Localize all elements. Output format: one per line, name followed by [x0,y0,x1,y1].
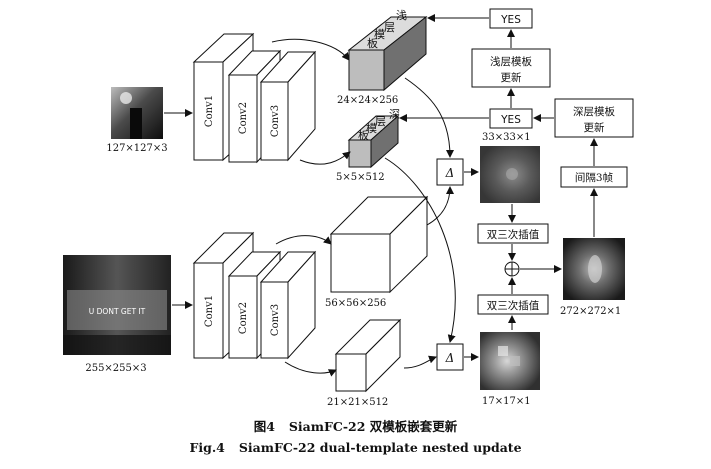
search-feature-shallow-cube [329,195,429,294]
deep-template-size: 5×5×512 [336,172,385,183]
figure-caption-en: Fig.4 SiamFC-22 dual-template nested upda… [0,440,711,455]
upper-conv2-label: Conv2 [238,102,249,134]
search-feature-deep-cube [334,318,402,393]
deep-update-line1: 深层模板 [573,105,615,118]
yes-mid-label: YES [500,114,521,126]
search-input-size: 255×255×3 [85,363,146,374]
deep-template-char-1: 深 [389,108,400,121]
bicubic-top-label: 双三次插值 [487,228,540,241]
shallow-template-char-4: 板 [367,36,378,50]
response-map-272 [563,238,625,300]
delta-box-bottom: Δ [436,343,464,371]
response-map-17 [480,332,540,390]
search-feature-shallow-size: 56×56×256 [325,298,386,309]
response-top-size: 33×33×1 [482,132,531,143]
deep-template-char-3: 模 [366,122,377,135]
fusion-plus-node [504,261,520,277]
response-fused-size: 272×272×1 [560,306,621,317]
search-input-text: U DONT GET IT [89,307,146,316]
search-input-image: U DONT GET IT [63,255,171,355]
response-map-33 [480,146,540,203]
template-input-image [111,87,163,139]
bicubic-bottom-label: 双三次插值 [487,299,540,312]
lower-conv3-label: Conv3 [270,304,281,336]
figure-caption-cn: 图4 SiamFC-22 双模板嵌套更新 [0,416,711,435]
yes-box-top: YES [489,8,533,29]
shallow-update-line1: 浅层模板 [490,55,532,68]
deep-template-cube: 深 层 模 板 [347,108,400,169]
upper-conv1-label: Conv1 [204,95,215,127]
delta-top-label: Δ [445,166,455,180]
deep-template-char-4: 板 [358,128,369,142]
interval-label: 间隔3帧 [575,171,614,184]
search-feature-deep-size: 21×21×512 [327,397,388,408]
network-diagram: 127×127×3 U DONT GET IT 255×255×3 Conv1 … [63,8,634,408]
shallow-update-box: 浅层模板 更新 [471,48,551,88]
shallow-template-cube: 浅 层 模 板 [347,9,428,92]
figure-caption-cn-number: 图4 [253,419,275,434]
template-input-size: 127×127×3 [106,143,167,154]
lower-conv3-block [259,250,317,360]
delta-box-top: Δ [436,158,464,186]
shallow-template-size: 24×24×256 [337,95,398,106]
bicubic-box-top: 双三次插值 [477,223,549,244]
upper-conv-stack: Conv1 Conv2 Conv3 [192,32,317,164]
lower-conv2-label: Conv2 [238,302,249,334]
shallow-template-char-1: 浅 [396,9,407,22]
delta-bottom-label: Δ [445,351,455,365]
interval-box: 间隔3帧 [560,166,628,188]
response-bottom-size: 17×17×1 [482,396,531,407]
yes-box-mid: YES [489,108,533,129]
shallow-template-char-3: 模 [374,28,385,41]
shallow-template-char-2: 层 [384,21,395,34]
figure-caption-en-number: Fig.4 [189,440,225,455]
lower-conv1-label: Conv1 [204,295,215,327]
bicubic-box-bottom: 双三次插值 [477,294,549,315]
deep-template-char-2: 层 [375,115,386,128]
deep-update-box: 深层模板 更新 [554,98,634,138]
deep-update-line2: 更新 [584,121,605,134]
shallow-update-line2: 更新 [501,71,522,84]
figure-caption-en-text: SiamFC-22 dual-template nested update [238,440,522,455]
upper-conv3-label: Conv3 [270,105,281,137]
yes-top-label: YES [500,14,521,26]
upper-conv3-block [259,50,317,162]
figure-caption-cn-text: SiamFC-22 双模板嵌套更新 [288,419,458,434]
lower-conv-stack: Conv1 Conv2 Conv3 [192,231,317,360]
